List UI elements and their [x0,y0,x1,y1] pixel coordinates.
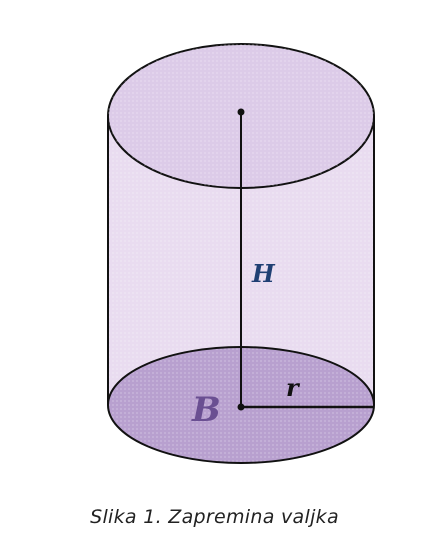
radius-label: r [286,373,301,402]
figure-caption: Slika 1. Zapremina valjka [90,506,339,528]
top-center-point [237,108,245,116]
base-ellipse-front-outline [107,404,375,464]
height-label: H [251,259,276,288]
base-label: B [191,390,221,430]
